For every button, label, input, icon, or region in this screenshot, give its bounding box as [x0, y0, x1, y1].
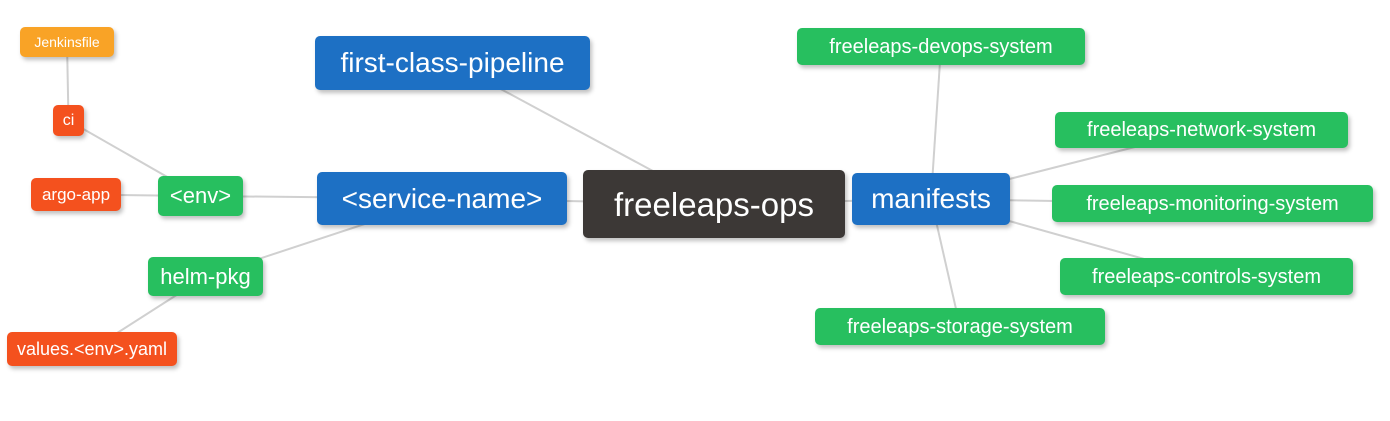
node-freeleaps-ops[interactable]: freeleaps-ops: [583, 170, 845, 238]
node-devops-system[interactable]: freeleaps-devops-system: [797, 28, 1085, 65]
node-helm-pkg[interactable]: helm-pkg: [148, 257, 263, 296]
node-ci[interactable]: ci: [53, 105, 84, 136]
node-monitoring-system[interactable]: freeleaps-monitoring-system: [1052, 185, 1373, 222]
node-controls-system[interactable]: freeleaps-controls-system: [1060, 258, 1353, 295]
node-argo-app[interactable]: argo-app: [31, 178, 121, 211]
node-storage-system[interactable]: freeleaps-storage-system: [815, 308, 1105, 345]
node-manifests[interactable]: manifests: [852, 173, 1010, 225]
node-values-env-yaml[interactable]: values.<env>.yaml: [7, 332, 177, 366]
node-first-class-pipeline[interactable]: first-class-pipeline: [315, 36, 590, 90]
node-network-system[interactable]: freeleaps-network-system: [1055, 112, 1348, 148]
node-service-name[interactable]: <service-name>: [317, 172, 567, 225]
node-jenkinsfile[interactable]: Jenkinsfile: [20, 27, 114, 57]
node-env[interactable]: <env>: [158, 176, 243, 216]
